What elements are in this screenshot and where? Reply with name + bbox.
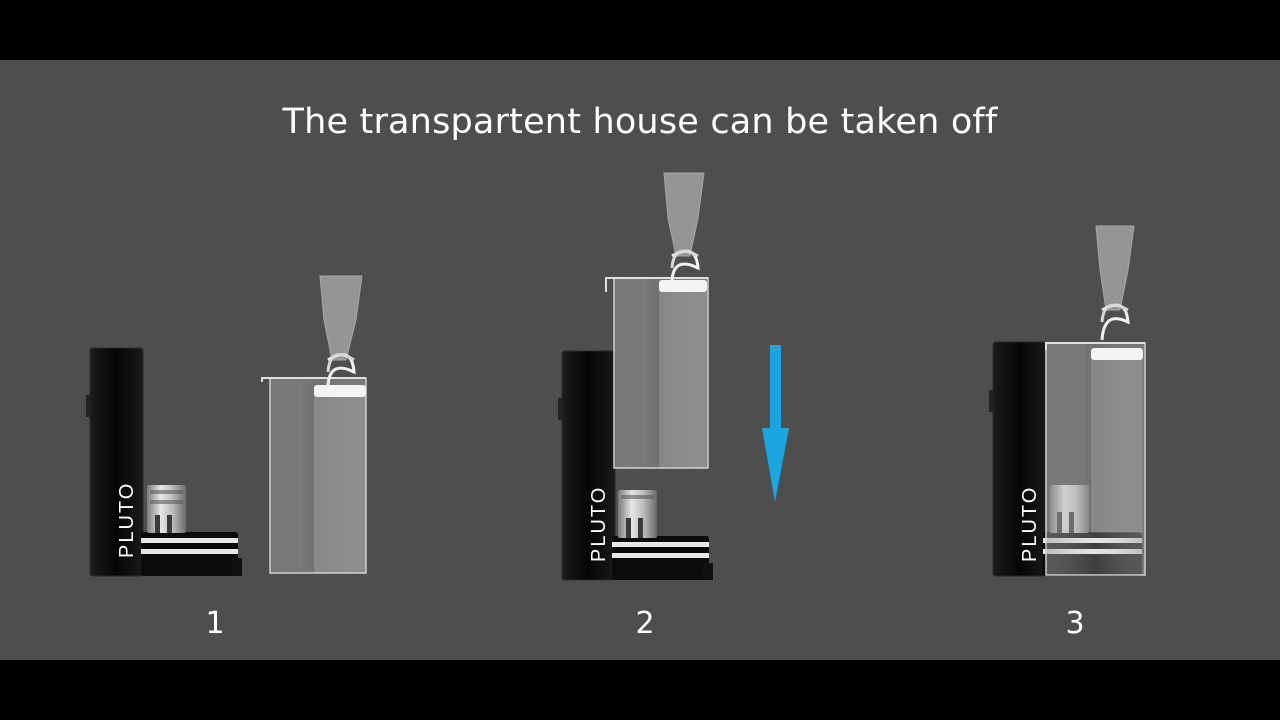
device-label: PLUTO: [116, 482, 138, 558]
device-step-2: [558, 172, 789, 581]
glass-housing: [1045, 225, 1146, 576]
letterbox-top: [0, 0, 1280, 60]
battery-body: [89, 347, 144, 577]
device-step-1: [86, 275, 367, 577]
illustration: PLUTO PLUTO PLUTO: [86, 172, 1146, 581]
step-number-3: 3: [1065, 606, 1085, 641]
step-number-2: 2: [635, 606, 655, 641]
device-label: PLUTO: [588, 486, 610, 562]
device-step-3: [989, 225, 1146, 577]
arrow-down-icon: [762, 345, 789, 502]
letterbox-bottom: [0, 660, 1280, 720]
glass-housing: [261, 275, 367, 574]
step-number-1: 1: [205, 606, 225, 641]
glass-housing: [605, 172, 709, 469]
stage: The transpartent house can be taken off: [0, 60, 1280, 660]
device-label: PLUTO: [1019, 486, 1041, 562]
page-title: The transpartent house can be taken off: [282, 102, 998, 142]
